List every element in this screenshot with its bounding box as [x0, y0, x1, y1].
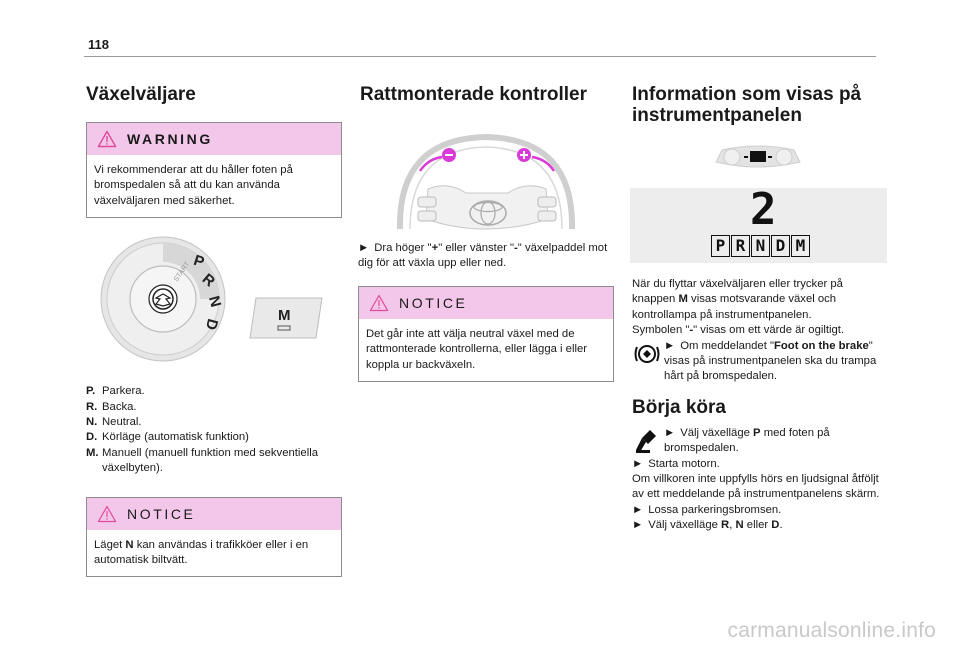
notice-box-steering: NOTICE Det går inte att välja neutral vä… — [358, 285, 614, 383]
section-title-steering-controls: Rattmonterade kontroller — [360, 84, 587, 105]
page-number: 118 — [88, 37, 109, 52]
list-item: N.Neutral. — [86, 416, 142, 429]
dial-letter-n: N — [205, 294, 224, 309]
gear-display-digit: 2 — [750, 184, 777, 235]
section-title-start-driving: Börja köra — [632, 396, 726, 418]
warning-box: WARNING Vi rekommenderar att du håller f… — [86, 122, 342, 219]
column-instrument-info: Information som visas på instrumentpanel… — [630, 84, 887, 534]
mode-m: M — [791, 235, 810, 257]
condition-paragraph: Om villkoren inte uppfylls hörs en ljuds… — [632, 473, 880, 501]
gear-display-panel: 2 P R N D M — [630, 188, 887, 263]
mode-d: D — [771, 235, 790, 257]
watermark: carmanualsonline.info — [727, 619, 936, 642]
arrow-icon: ► — [358, 242, 370, 254]
arrow-icon: ► — [632, 519, 644, 532]
dial-letter-d: D — [202, 317, 221, 332]
foot-brake-paragraph: ►Om meddelandet "Foot on the brake" visa… — [632, 339, 887, 385]
arrow-icon: ► — [664, 339, 676, 352]
display-paragraph: När du flyttar växelväljaren eller tryck… — [632, 278, 843, 321]
header-rule — [84, 56, 876, 57]
step-release-brake: ►Lossa parkeringsbromsen. — [632, 503, 782, 516]
invalid-symbol-paragraph: Symbolen "-" visas om ett värde är ogilt… — [632, 324, 845, 337]
step-select-gear: ►Välj växelläge R, N eller D. — [632, 519, 783, 532]
notice-label: NOTICE — [399, 294, 468, 311]
notice-header: NOTICE — [359, 286, 613, 319]
notice-text: Det går inte att välja neutral växel med… — [366, 327, 588, 371]
notice-header: NOTICE — [87, 497, 341, 530]
notice-triangle-icon — [369, 294, 389, 311]
column-steering-controls: Rattmonterade kontroller ►Dra höger "+" … — [358, 84, 615, 383]
m-button — [249, 297, 323, 339]
gear-list: P.Parkera. R.Backa. N.Neutral. D.Körläge… — [86, 384, 343, 476]
list-item: R.Backa. — [86, 400, 137, 413]
mode-p: P — [711, 235, 730, 257]
list-item: P.Parkera. — [86, 385, 145, 398]
list-item: M.Manuell (manuell funktion med sekventi… — [86, 446, 319, 475]
notice-text: Läget N kan användas i trafikköer eller … — [94, 538, 309, 567]
m-button-label: M — [278, 307, 291, 324]
arrow-icon: ► — [632, 503, 644, 516]
notice-box-neutral: NOTICE Läget N kan användas i trafikköer… — [86, 496, 342, 578]
mode-n: N — [751, 235, 770, 257]
warning-triangle-icon — [97, 130, 117, 148]
brake-pedal-icon — [636, 429, 656, 453]
section-title-instrument-info: Information som visas på instrumentpanel… — [632, 84, 862, 126]
step-start-engine: ►Starta motorn. — [632, 457, 720, 470]
warning-text: Vi rekommenderar att du håller foten på … — [94, 164, 293, 207]
arrow-icon: ► — [664, 426, 676, 439]
steering-wheel-illustration — [396, 133, 576, 230]
dial-letter-p: P — [191, 252, 206, 271]
section-title-gear-selector: Växelväljare — [86, 84, 196, 105]
column-gear-selector: Växelväljare WARNING Vi rekommenderar at… — [86, 84, 343, 578]
warning-label: WARNING — [127, 131, 213, 147]
paddle-instruction: ►Dra höger "+" eller vänster "-" växelpa… — [358, 242, 608, 270]
arrow-icon: ► — [632, 457, 644, 470]
selector-dial — [100, 236, 226, 362]
notice-triangle-icon — [97, 505, 117, 522]
gear-selector-illustration: START P R N D M — [100, 236, 323, 362]
foot-on-brake-icon — [634, 344, 660, 363]
list-item: D.Körläge (automatisk funktion) — [86, 431, 249, 444]
notice-label: NOTICE — [127, 505, 196, 522]
paddle-plus-icon — [517, 148, 531, 162]
instrument-cluster-icon — [715, 145, 801, 168]
gear-mode-strip: P R N D M — [711, 235, 810, 257]
paddle-minus-icon — [442, 148, 456, 162]
toyota-logo-icon — [469, 200, 507, 226]
mode-r: R — [731, 235, 750, 257]
warning-header: WARNING — [87, 123, 341, 155]
step-select-p: ►Välj växelläge P med foten på bromspeda… — [632, 426, 887, 457]
